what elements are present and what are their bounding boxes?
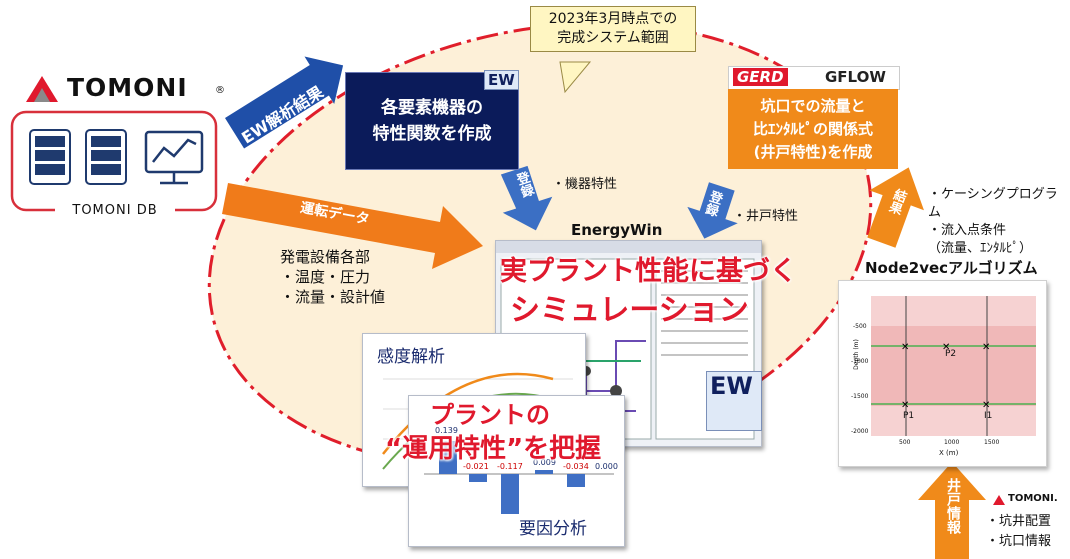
- plant-data-title: 発電設備各部: [280, 248, 371, 266]
- depth-ylabel: Depth (m): [852, 339, 860, 370]
- xtick-2: 1000: [944, 439, 960, 446]
- casing-line1: ・ケーシングプログラム: [928, 187, 1058, 220]
- db-icons: [28, 126, 208, 190]
- callout-line2: 完成システム範囲: [557, 30, 669, 46]
- ytick-3: -1500: [851, 393, 869, 400]
- factor-value-1: 0.139: [435, 426, 458, 435]
- well-characteristic-label: ・井戸特性: [733, 209, 799, 224]
- callout-pointer: [559, 61, 592, 94]
- equipment-box-line1: 各要素機器の: [381, 98, 483, 118]
- tomoni-triangle-icon: [26, 76, 58, 102]
- ytick-4: -2000: [851, 428, 869, 435]
- result-up-arrow: [867, 167, 924, 248]
- factor-value-4: 0.009: [533, 458, 556, 467]
- factor-value-6: 0.000: [595, 462, 618, 471]
- svg-text:✕: ✕: [982, 400, 990, 411]
- svg-text:✕: ✕: [982, 342, 990, 353]
- factor-value-2: -0.021: [463, 462, 489, 471]
- ew-result-arrow: [225, 56, 344, 149]
- operation-line1: プラントの: [430, 401, 550, 429]
- energywin-title: EnergyWin: [571, 221, 663, 239]
- factor-title: 要因分析: [519, 519, 587, 539]
- well-info-up-arrow: [918, 462, 986, 559]
- label-p1: P1: [903, 411, 915, 421]
- factor-bars: [424, 441, 614, 514]
- simulation-line1: 実プラント性能に基づく: [500, 256, 797, 287]
- monitor-chart-icon: [144, 130, 204, 185]
- server-icon: [29, 129, 71, 185]
- factor-value-5: -0.034: [563, 462, 589, 471]
- callout-line1: 2023年3月時点での: [548, 11, 678, 27]
- tomoni-logo: TOMONI ®: [25, 72, 235, 106]
- svg-text:✕: ✕: [942, 342, 950, 353]
- plant-data-item2: ・流量・設計値: [280, 288, 386, 306]
- well-box-line1: 坑口での流量と: [760, 96, 866, 115]
- tomoni-logo-text: TOMONI: [67, 73, 188, 102]
- tomoni-small-triangle-icon: [993, 495, 1005, 505]
- well-info-line1: ・坑井配置: [986, 514, 1052, 529]
- svg-text:✕: ✕: [901, 400, 909, 411]
- gerd-logo: GERD: [733, 68, 788, 86]
- well-box-line2: 比ｴﾝﾀﾙﾋﾟの関係式: [752, 119, 873, 138]
- plant-data-item1: ・温度・圧力: [280, 268, 371, 286]
- scope-callout: 2023年3月時点での 完成システム範囲: [530, 6, 696, 52]
- xtick-1: 500: [899, 439, 911, 446]
- factor-analysis-panel: 0.139 -0.021 -0.117 0.009 -0.034 0.000 要…: [408, 395, 625, 547]
- label-p2: P2: [945, 349, 957, 359]
- well-info-list: ・坑井配置 ・坑口情報: [986, 512, 1051, 552]
- operation-line2: “運用特性”を把握: [385, 434, 602, 464]
- ew-badge-large: EW: [706, 371, 762, 431]
- sensitivity-title: 感度解析: [377, 347, 445, 367]
- depth-xlabel: X (m): [939, 449, 959, 457]
- depth-plot: ✕ ✕ ✕ ✕ ✕: [871, 296, 1036, 436]
- equipment-box-line2: 特性関数を作成: [372, 124, 492, 144]
- register-left-arrow: [500, 165, 553, 231]
- ytick-2: -1000: [851, 358, 869, 365]
- well-characteristic-box: 坑口での流量と 比ｴﾝﾀﾙﾋﾟの関係式 (井戸特性)を作成: [728, 89, 898, 169]
- node2vec-title: Node2vecアルゴリズム: [865, 259, 1038, 277]
- casing-line3: （流量、ｴﾝﾀﾙﾋﾟ）: [928, 241, 1033, 256]
- tomoni-small-text: TOMONI.: [1008, 493, 1058, 504]
- gflow-label: GFLOW: [825, 68, 886, 86]
- well-box-line3: (井戸特性)を作成: [753, 142, 873, 161]
- registered-mark: ®: [215, 85, 225, 96]
- tomoni-small-logo: TOMONI.: [992, 492, 1070, 508]
- factor-value-3: -0.117: [497, 462, 523, 471]
- well-info-line2: ・坑口情報: [986, 534, 1052, 549]
- equipment-characteristic-label: ・機器特性: [552, 177, 618, 192]
- svg-text:✕: ✕: [901, 342, 909, 353]
- ew-badge-small: EW: [484, 70, 519, 90]
- gerd-header: GERD GFLOW: [728, 66, 900, 90]
- ytick-1: -500: [853, 323, 867, 330]
- server-icon: [85, 129, 127, 185]
- register-right-arrow: [687, 182, 738, 239]
- depth-plot-panel: ✕ ✕ ✕ ✕ ✕ Depth (m) -500 -1000 -1500 -20…: [838, 280, 1047, 467]
- xtick-3: 1500: [984, 439, 1000, 446]
- well-info-label: 井戸情報: [945, 478, 961, 534]
- operation-data-arrow: [222, 183, 483, 269]
- plant-data-list: 発電設備各部 ・温度・圧力 ・流量・設計値: [280, 247, 385, 307]
- casing-info: ・ケーシングプログラム ・流入点条件 （流量、ｴﾝﾀﾙﾋﾟ）: [928, 186, 1070, 258]
- db-label: TOMONI DB: [55, 203, 175, 218]
- simulation-line2: シミュレーション: [510, 293, 749, 328]
- label-i1: I1: [984, 411, 993, 421]
- casing-line2: ・流入点条件: [928, 223, 1007, 238]
